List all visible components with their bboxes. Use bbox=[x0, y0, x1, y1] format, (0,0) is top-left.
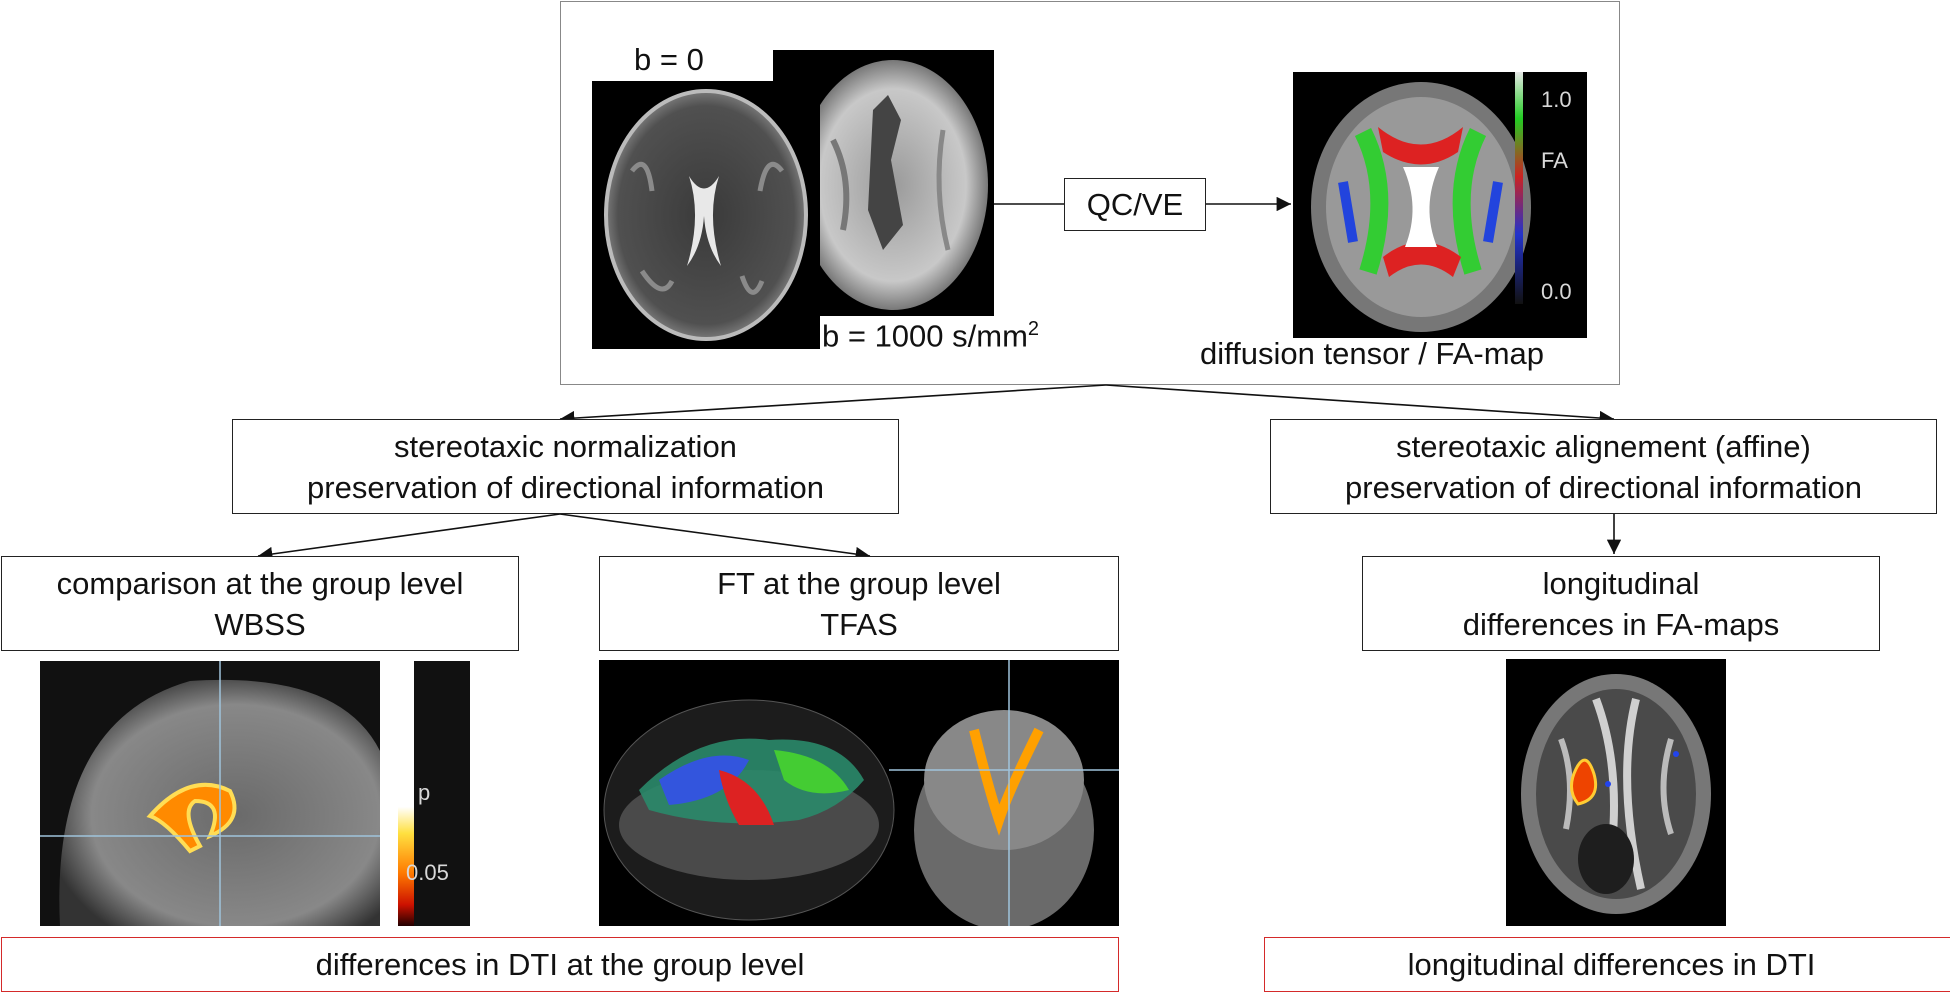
longitudinal-box: longitudinal differences in FA-maps bbox=[1362, 556, 1880, 651]
tfas-line2: TFAS bbox=[820, 606, 898, 642]
wbss-line2: WBSS bbox=[214, 606, 306, 642]
b0-label: b = 0 bbox=[634, 42, 704, 77]
arrow-top-to-normalization bbox=[559, 384, 1107, 426]
dwi-b0-image bbox=[592, 81, 820, 349]
wbss-scale-name: p bbox=[418, 780, 431, 805]
wbss-box: comparison at the group level WBSS bbox=[1, 556, 519, 651]
alignment-line2: preservation of directional information bbox=[1345, 469, 1862, 505]
b1000-label: b = 1000 s/mm2 bbox=[822, 318, 1039, 354]
b1000-label-exponent: 2 bbox=[1027, 318, 1040, 340]
longitudinal-line1: longitudinal bbox=[1542, 565, 1700, 601]
normalization-line1: stereotaxic normalization bbox=[394, 428, 737, 464]
group-result-label: differences in DTI at the group level bbox=[315, 947, 805, 982]
input-panel-frame bbox=[560, 1, 1620, 385]
fa-scale-name: FA bbox=[1541, 148, 1568, 173]
fa-map-caption: diffusion tensor / FA-map bbox=[1200, 336, 1545, 371]
tfas-tractography-image bbox=[599, 660, 1119, 926]
longitudinal-line2: differences in FA-maps bbox=[1462, 606, 1780, 642]
qcve-label: QC/VE bbox=[1086, 187, 1184, 222]
arrow-normalization-to-tfas bbox=[559, 513, 871, 562]
fa-scale-min: 0.0 bbox=[1541, 279, 1572, 304]
longitudinal-result-box: longitudinal differences in DTI bbox=[1264, 937, 1950, 992]
tfas-line1: FT at the group level bbox=[717, 565, 1001, 601]
arrow-top-to-alignment bbox=[1105, 384, 1615, 426]
qcve-box: QC/VE bbox=[1064, 178, 1206, 231]
wbss-p-colorbar bbox=[398, 661, 470, 926]
normalization-line2: preservation of directional information bbox=[307, 469, 824, 505]
wbss-scale-value: 0.05 bbox=[406, 860, 449, 885]
longitudinal-result-label: longitudinal differences in DTI bbox=[1407, 947, 1816, 982]
fa-map-image bbox=[1293, 72, 1587, 338]
fa-scale-max: 1.0 bbox=[1541, 87, 1572, 112]
b1000-label-text: b = 1000 s/mm bbox=[822, 318, 1028, 354]
alignment-line1: stereotaxic alignement (affine) bbox=[1396, 428, 1811, 464]
tfas-box: FT at the group level TFAS bbox=[599, 556, 1119, 651]
arrow-normalization-to-wbss bbox=[257, 513, 561, 562]
wbss-line1: comparison at the group level bbox=[56, 565, 464, 601]
wbss-sagittal-image bbox=[40, 661, 380, 926]
group-result-box: differences in DTI at the group level bbox=[1, 937, 1119, 992]
alignment-box: stereotaxic alignement (affine) preserva… bbox=[1270, 419, 1937, 514]
normalization-box: stereotaxic normalization preservation o… bbox=[232, 419, 899, 514]
longitudinal-fa-image bbox=[1506, 659, 1726, 926]
